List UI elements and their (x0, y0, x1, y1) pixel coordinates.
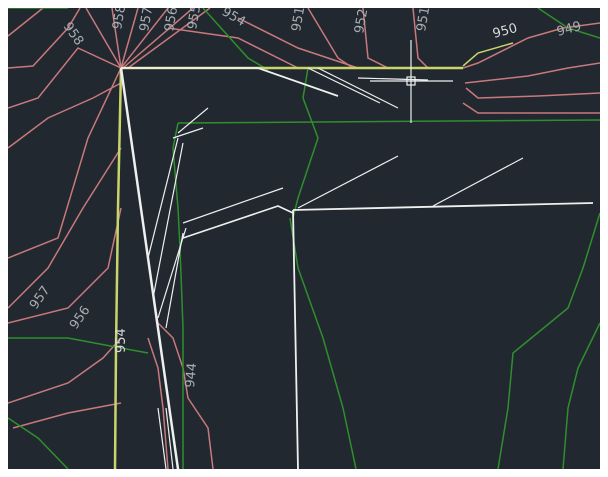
contour-label: 951 (414, 8, 433, 33)
crosshair-icon (370, 40, 453, 123)
white-line (307, 67, 381, 104)
white-line (152, 142, 184, 299)
contour-line (8, 337, 122, 404)
contour-line (307, 8, 354, 69)
contour-label: 958 (110, 8, 129, 31)
contour-label: 951 (289, 8, 308, 33)
contour-line (8, 147, 122, 309)
green-line (289, 217, 357, 469)
green-line (537, 8, 600, 39)
contour-line (8, 82, 122, 149)
contour-line (464, 62, 600, 84)
contour-labels: 958 958 957 956 955 954 951 952 951 950 … (27, 8, 583, 388)
green-line (292, 67, 319, 219)
contour-label: 954 (219, 8, 248, 30)
contour-line (465, 87, 600, 99)
contour-label: 958 (60, 20, 87, 49)
green-line (8, 417, 69, 469)
contour-label: 957 (27, 283, 54, 312)
contour-line (8, 8, 81, 69)
contour-label: 956 (162, 8, 181, 33)
contour-label: 956 (67, 303, 94, 332)
yellow-line (462, 42, 514, 67)
contour-line (127, 8, 211, 69)
white-line (165, 232, 184, 329)
white-line (182, 205, 294, 239)
contour-label: 957 (137, 8, 156, 33)
white-line (165, 407, 174, 469)
boundary-lines (8, 8, 600, 469)
design-lines (119, 67, 594, 469)
contour-line (8, 207, 122, 324)
contour-label: 949 (555, 19, 583, 40)
contour-line (8, 47, 122, 259)
drawing-svg: 958 958 957 956 955 954 951 952 951 950 … (8, 8, 600, 469)
contour-label: 944 (183, 362, 200, 388)
white-line (157, 227, 187, 319)
contour-line (120, 8, 139, 69)
white-line (157, 407, 167, 469)
white-line (182, 187, 284, 224)
green-line (202, 8, 269, 71)
green-line (172, 122, 184, 469)
white-line (177, 107, 209, 134)
contour-label-bright: 954 (114, 328, 129, 353)
green-line (497, 212, 600, 469)
green-line (8, 337, 122, 349)
white-line (119, 67, 180, 469)
white-line (147, 137, 179, 259)
white-line (292, 202, 594, 211)
green-line (120, 347, 149, 354)
white-line (292, 209, 299, 469)
contour-line (462, 22, 600, 69)
green-line (177, 119, 600, 124)
contour-line (111, 8, 122, 69)
contour-line (85, 8, 122, 69)
contour-line (362, 8, 389, 69)
road-edges (113, 42, 514, 469)
green-line (562, 322, 600, 469)
white-line (121, 67, 339, 97)
contour-line (237, 17, 359, 69)
contour-label: 955 (185, 8, 204, 31)
white-line (432, 157, 524, 207)
white-line (317, 67, 399, 109)
drawing-canvas[interactable]: 958 958 957 956 955 954 951 952 951 950 … (8, 8, 600, 469)
white-line (172, 127, 204, 139)
white-line (357, 77, 429, 81)
contour-line (412, 8, 429, 69)
yellow-line (113, 67, 123, 469)
contour-line (8, 8, 44, 37)
white-line (297, 155, 399, 209)
contour-line (122, 8, 194, 69)
contour-line (12, 402, 122, 429)
contour-line (167, 27, 299, 69)
contour-line (462, 102, 600, 114)
contour-line (147, 337, 169, 469)
contour-label-bright: 950 (491, 21, 519, 42)
contour-line (157, 322, 214, 469)
contour-lines (8, 8, 600, 469)
contour-label: 952 (352, 8, 371, 35)
contour-line (120, 8, 169, 69)
